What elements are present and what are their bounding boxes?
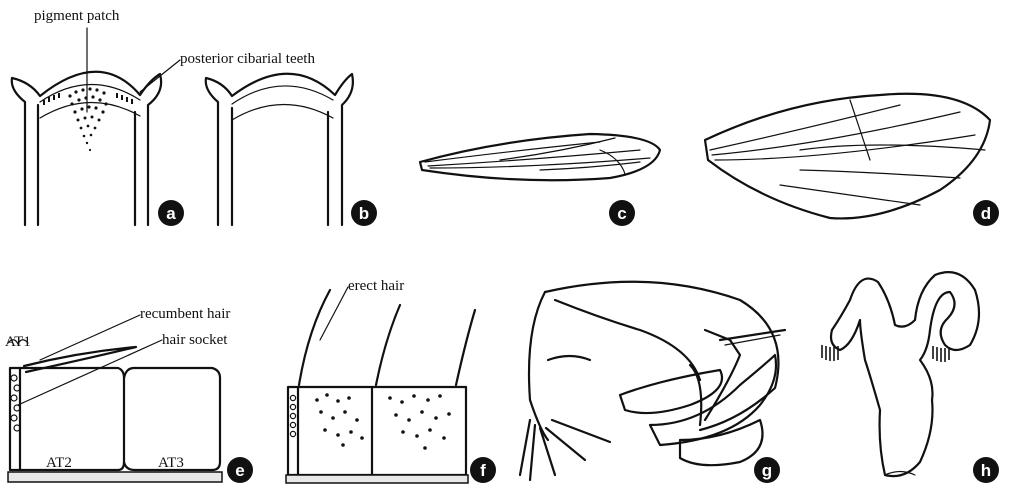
hair-socket-leader (18, 340, 162, 405)
f-segment-dots (315, 393, 451, 450)
panel-g-letter: g (762, 461, 772, 480)
posterior-cibarial-teeth-label: posterior cibarial teeth (180, 51, 315, 67)
erect-hair-3 (456, 310, 475, 385)
at1-label: AT1 (5, 334, 31, 350)
panel-c-wing: c (420, 134, 660, 226)
pigment-patch-label: pigment patch (34, 8, 120, 24)
panel-b-letter: b (359, 204, 369, 223)
erect-hair-2 (376, 305, 400, 385)
panel-g-genitalia: g (520, 282, 785, 483)
panel-f-antenna: erect hair f (286, 278, 496, 483)
panel-h-spermatheca: h (822, 272, 999, 483)
panel-d-wing: d (705, 94, 999, 226)
panel-e-letter: e (235, 461, 244, 480)
f-hair-sockets (290, 395, 295, 436)
spermatheca-bristles-right (933, 346, 949, 362)
hair-socket-label: hair socket (162, 332, 228, 348)
erect-hair-label: erect hair (348, 278, 404, 294)
recumbent-hair-label: recumbent hair (140, 306, 230, 322)
erect-hair-1 (299, 290, 330, 385)
panel-a-letter: a (166, 204, 176, 223)
erect-hair-leader (320, 287, 348, 340)
at3-label: AT3 (158, 455, 184, 471)
panel-c-letter: c (617, 204, 626, 223)
panel-b-cibarium: b (206, 74, 377, 226)
panel-e-antenna: recumbent hair hair socket AT1 AT2 AT3 e (5, 306, 253, 483)
hair-sockets (11, 375, 20, 431)
panel-h-letter: h (981, 461, 991, 480)
panel-d-letter: d (981, 204, 991, 223)
pigment-patch-dots (68, 87, 107, 151)
panel-a-cibarium: pigment patch posterior cibarial teeth a (12, 8, 316, 226)
panel-f-letter: f (480, 461, 486, 480)
at2-label: AT2 (46, 455, 72, 471)
